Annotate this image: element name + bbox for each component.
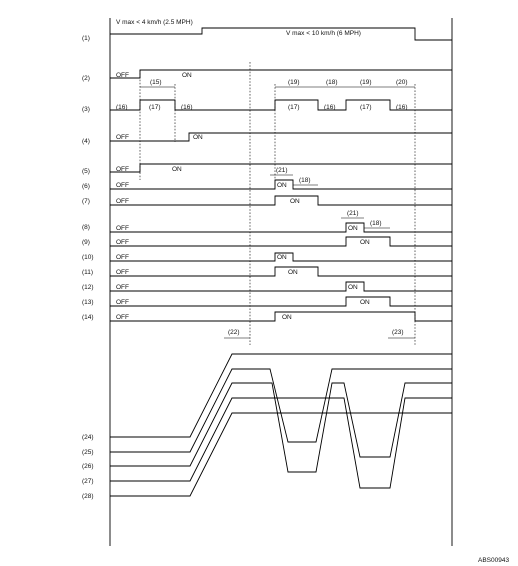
row6-on: ON bbox=[277, 182, 287, 189]
row-label-13: (13) bbox=[82, 299, 94, 306]
interval-18b-label: (18) bbox=[299, 177, 311, 184]
row10-off: OFF bbox=[116, 254, 129, 261]
waveform-row-8 bbox=[110, 222, 452, 233]
waveform-row-2 bbox=[110, 69, 452, 79]
row4-on: ON bbox=[193, 134, 203, 141]
interval-19b-label: (19) bbox=[360, 79, 372, 86]
trace-25 bbox=[110, 368, 452, 453]
row-label-10: (10) bbox=[82, 254, 94, 261]
waveform-row-1 bbox=[110, 27, 452, 41]
bottom-label-25: (25) bbox=[82, 449, 94, 456]
speed-low-label: V max < 4 km/h (2.5 MPH) bbox=[116, 19, 193, 26]
row7-off: OFF bbox=[116, 198, 129, 205]
waveform-row-4 bbox=[110, 132, 452, 142]
waveform-row-5 bbox=[110, 163, 452, 173]
row3-state-16a: (16) bbox=[116, 104, 128, 111]
row12-off: OFF bbox=[116, 284, 129, 291]
bottom-label-28: (28) bbox=[82, 493, 94, 500]
row9-on: ON bbox=[360, 239, 370, 246]
row-label-1: (1) bbox=[82, 35, 90, 42]
trace-27 bbox=[110, 397, 452, 489]
row13-on: ON bbox=[360, 299, 370, 306]
row10-on: ON bbox=[277, 254, 287, 261]
bottom-label-27: (27) bbox=[82, 478, 94, 485]
row3-state-17b: (17) bbox=[288, 104, 300, 111]
row-label-3: (3) bbox=[82, 106, 90, 113]
row-label-8: (8) bbox=[82, 224, 90, 231]
interval-21a-label: (21) bbox=[276, 167, 288, 174]
interval-21b-label: (21) bbox=[347, 210, 359, 217]
row-label-5: (5) bbox=[82, 168, 90, 175]
row-label-7: (7) bbox=[82, 198, 90, 205]
row-label-6: (6) bbox=[82, 183, 90, 190]
row-label-4: (4) bbox=[82, 138, 90, 145]
row4-off: OFF bbox=[116, 134, 129, 141]
row-label-14: (14) bbox=[82, 314, 94, 321]
row7-on: ON bbox=[290, 198, 300, 205]
waveform-row-3 bbox=[110, 99, 452, 111]
row3-state-17c: (17) bbox=[360, 104, 372, 111]
row8-on: ON bbox=[348, 225, 358, 232]
row3-state-16c: (16) bbox=[324, 104, 336, 111]
row14-off: OFF bbox=[116, 314, 129, 321]
waveform-row-13 bbox=[110, 296, 452, 307]
row3-state-16d: (16) bbox=[396, 104, 408, 111]
row3-state-17a: (17) bbox=[149, 104, 161, 111]
row3-state-16b: (16) bbox=[181, 104, 193, 111]
row5-off: OFF bbox=[116, 166, 129, 173]
row8-off: OFF bbox=[116, 225, 129, 232]
row-label-9: (9) bbox=[82, 239, 90, 246]
trace-24 bbox=[110, 353, 452, 438]
row13-off: OFF bbox=[116, 299, 129, 306]
waveform-row-12 bbox=[110, 281, 452, 292]
row6-off: OFF bbox=[116, 182, 129, 189]
row11-off: OFF bbox=[116, 269, 129, 276]
speed-high-label: V max < 10 km/h (6 MPH) bbox=[286, 30, 361, 37]
waveform-row-6 bbox=[110, 179, 452, 190]
row2-off: OFF bbox=[116, 72, 129, 79]
trace-26 bbox=[110, 382, 452, 473]
row12-on: ON bbox=[348, 284, 358, 291]
interval-15-label: (15) bbox=[150, 79, 162, 86]
row14-on: ON bbox=[282, 314, 292, 321]
row9-off: OFF bbox=[116, 239, 129, 246]
waveform-row-10 bbox=[110, 252, 452, 262]
waveform-row-9 bbox=[110, 236, 452, 247]
interval-20-label: (20) bbox=[396, 79, 408, 86]
row-label-12: (12) bbox=[82, 284, 94, 291]
row11-on: ON bbox=[288, 269, 298, 276]
waveform-row-14 bbox=[110, 311, 452, 322]
interval-18c-label: (18) bbox=[370, 220, 382, 227]
row2-on: ON bbox=[182, 72, 192, 79]
interval-19a-label: (19) bbox=[288, 79, 300, 86]
waveform-row-7 bbox=[110, 195, 452, 206]
row-label-2: (2) bbox=[82, 75, 90, 82]
trace-28 bbox=[110, 412, 452, 497]
row-label-11: (11) bbox=[82, 269, 93, 276]
bottom-label-24: (24) bbox=[82, 434, 94, 441]
interval-18a-label: (18) bbox=[326, 79, 338, 86]
marker-23-label: (23) bbox=[392, 329, 404, 336]
waveform-row-11 bbox=[110, 266, 452, 277]
row5-on: ON bbox=[172, 166, 182, 173]
marker-22-label: (22) bbox=[228, 329, 240, 336]
bottom-label-26: (26) bbox=[82, 463, 94, 470]
figure-code: ABS00943 bbox=[478, 557, 509, 564]
